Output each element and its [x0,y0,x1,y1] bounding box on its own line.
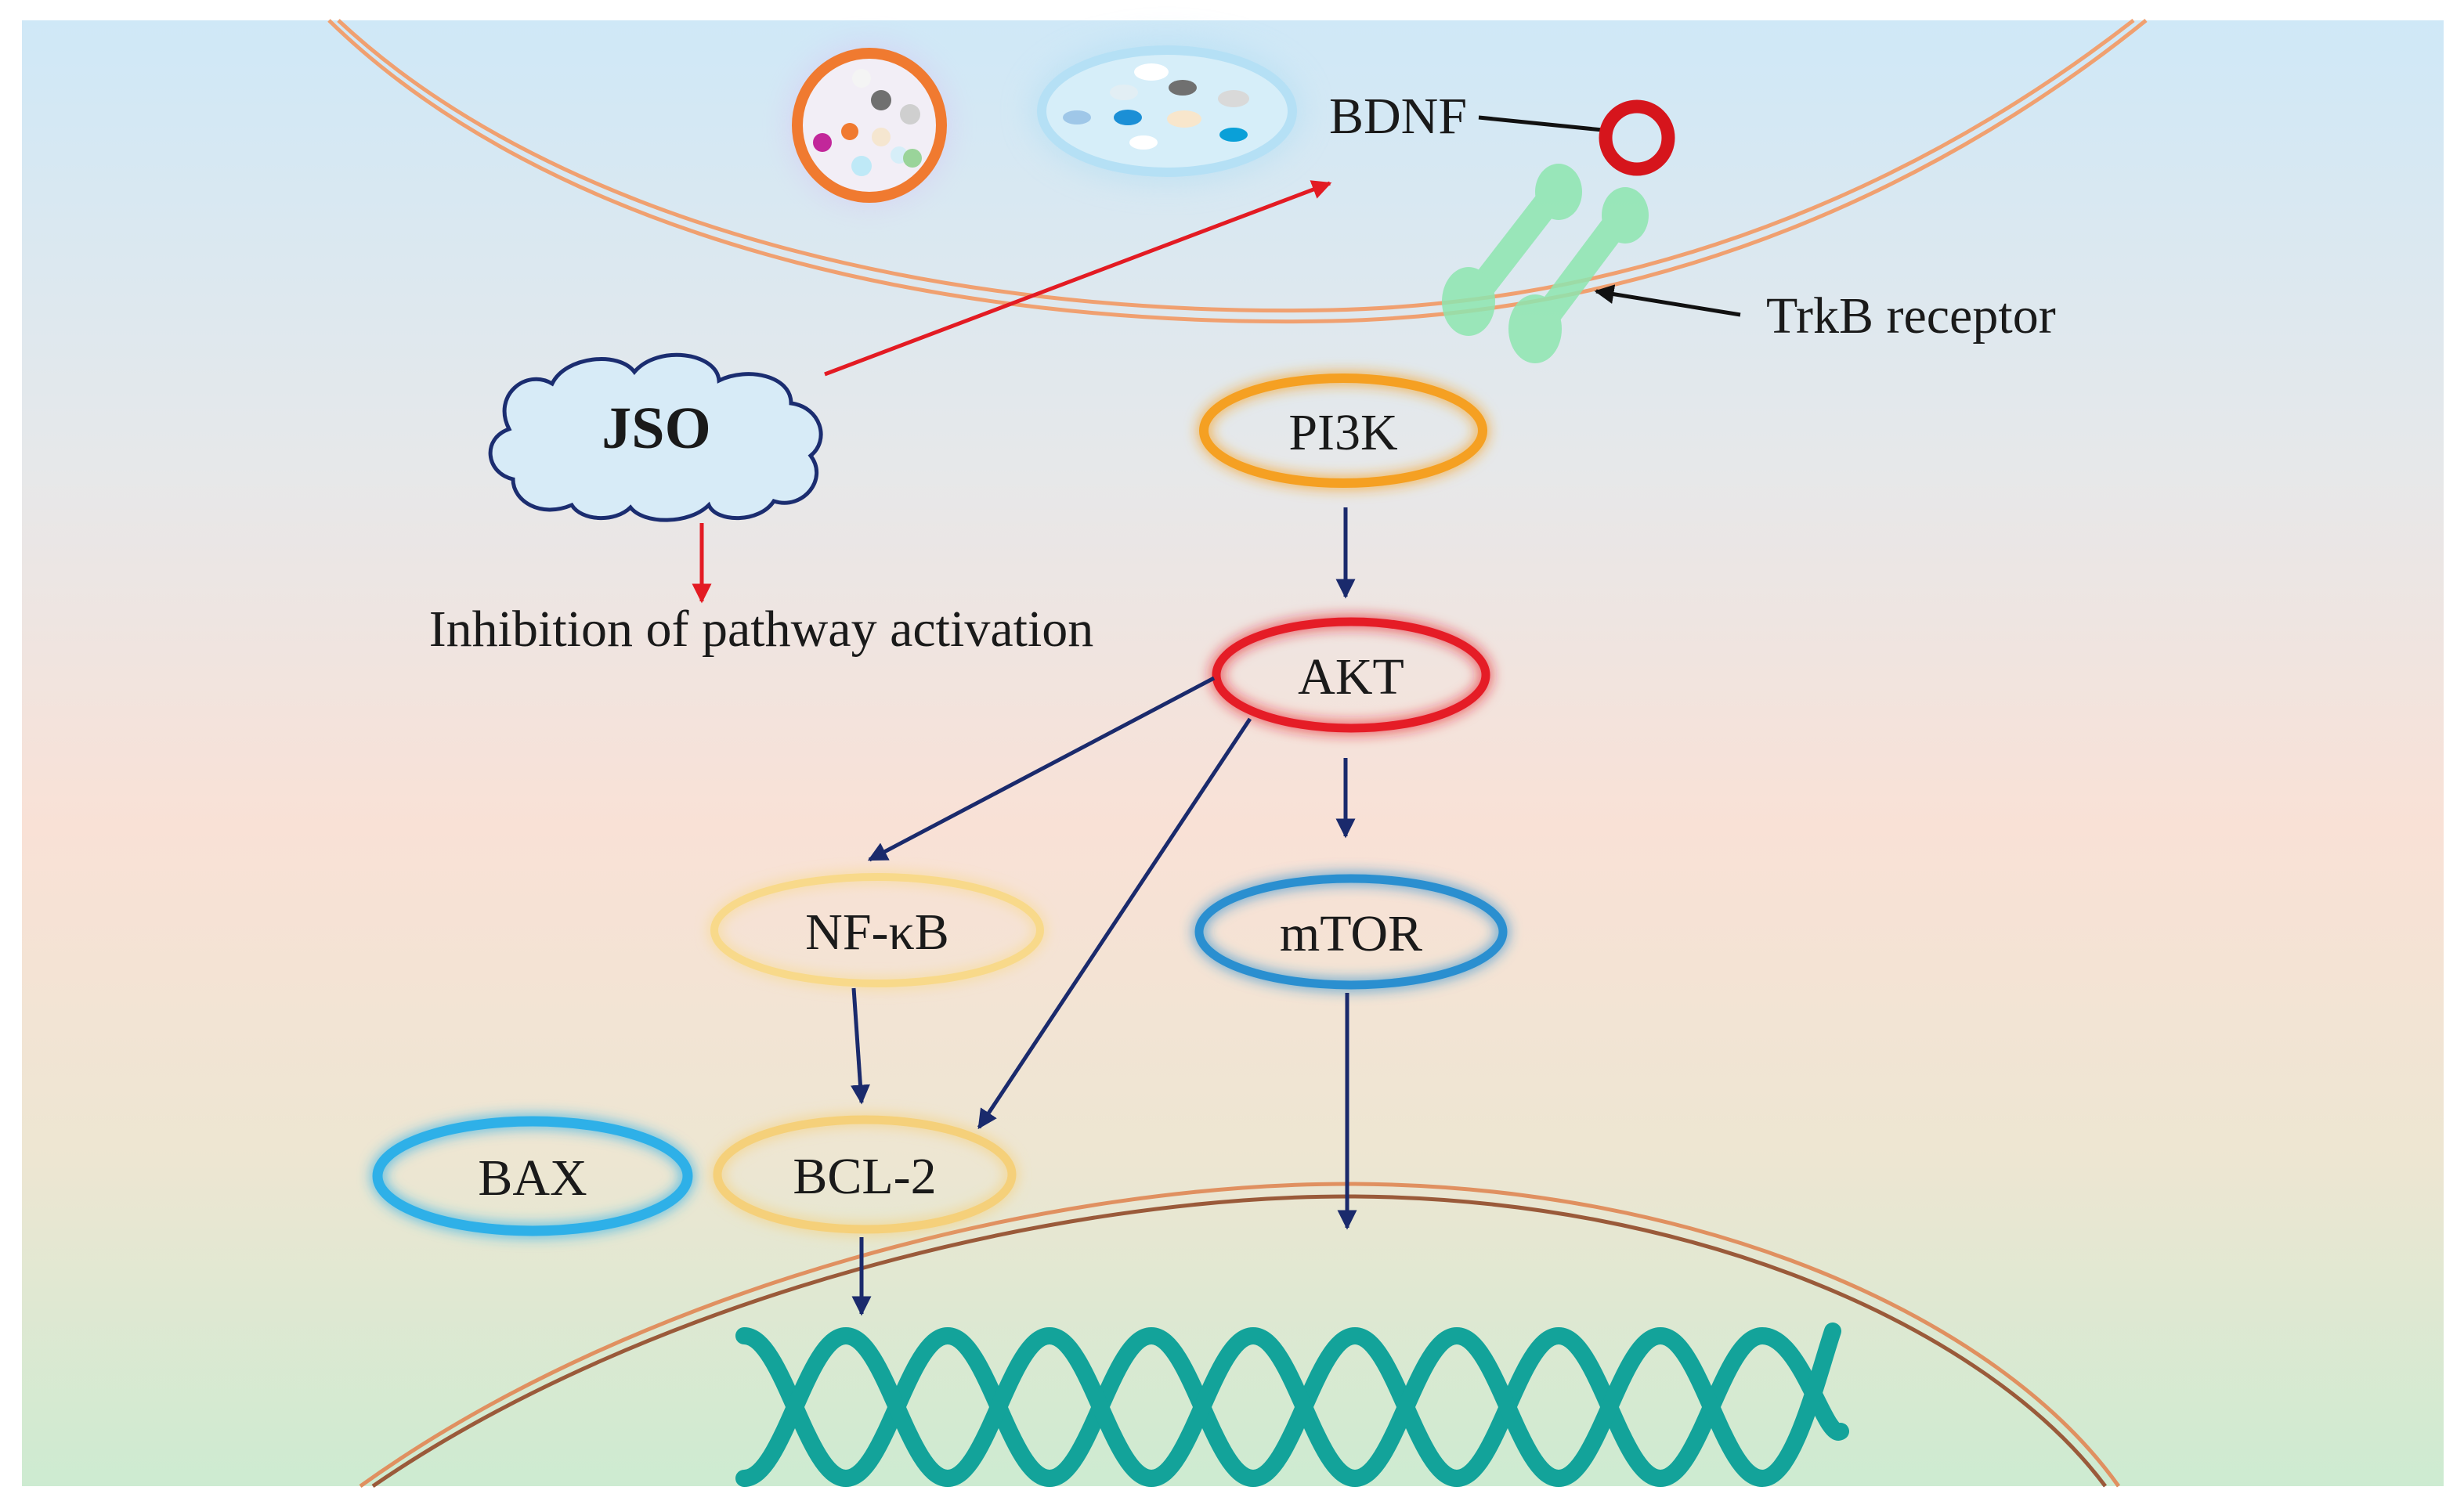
bdnf-label: BDNF [1329,88,1467,145]
vesicle-icon [791,47,948,204]
akt-label: AKT [1298,648,1404,705]
receptor-icon [1442,164,1649,363]
mtor-node: mTOR [1194,874,1508,990]
trkb-pointer-arrow [1594,284,1741,317]
bcl2-label: BCL-2 [793,1148,936,1205]
mtor-label: mTOR [1280,905,1422,962]
akt-to-nfkb-arrow [867,676,1216,862]
cloud-icon [488,352,823,522]
background-panel [22,20,2444,1486]
vesicle-icon [1032,41,1302,182]
nfkb-node: NF-κB [710,873,1044,987]
inhibition-label: Inhibition of pathway activation [429,601,1094,658]
nfkb-to-bcl2-arrow [850,987,870,1105]
ring-icon [1599,99,1675,176]
dna-helix-icon [735,1323,1849,1488]
akt-to-bcl2-arrow [977,717,1252,1130]
nfkb-label: NF-κB [805,904,949,961]
bax-label: BAX [478,1149,587,1207]
bax-node: BAX [372,1116,693,1236]
akt-node: AKT [1212,617,1490,733]
jso-to-bdnf-arrow [824,180,1332,377]
pathway-arrows [850,507,1357,1316]
bcl2-node: BCL-2 [713,1115,1017,1234]
trkb-receptor-label: TrkB receptor [1766,287,2056,345]
nuclear-membrane [359,1182,2121,1489]
pi3k-label: PI3K [1288,404,1397,461]
cell-membrane [327,19,2148,324]
jso-label: JSO [602,395,710,461]
bdnf-connector-line [1478,115,1603,132]
pi3k-node: PI3K [1199,373,1487,488]
